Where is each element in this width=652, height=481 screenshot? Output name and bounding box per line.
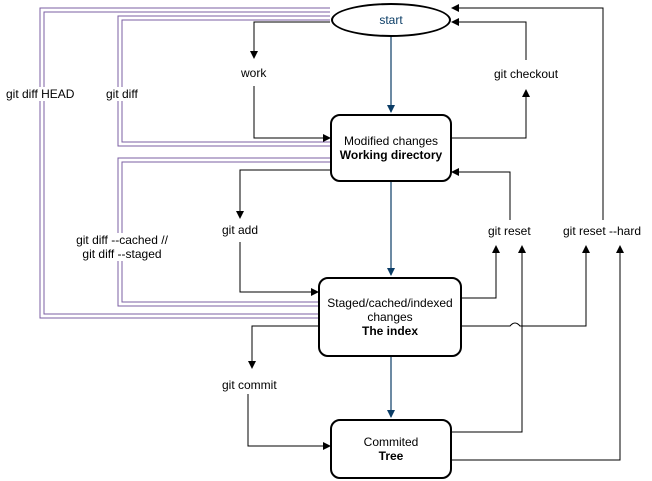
modified-changes-node: Modified changes Working directory (330, 114, 452, 182)
commited-title: Commited (363, 435, 419, 449)
label-git-diff-cached: git diff --cached // git diff --staged (74, 233, 170, 261)
git-reset-from-staged (461, 245, 500, 299)
commited-node: Commited Tree (330, 419, 452, 479)
label-git-diff-head: git diff HEAD (6, 87, 75, 101)
label-git-diff: git diff (106, 87, 138, 101)
label-git-add: git add (222, 223, 259, 237)
git-checkout-arrow-return (451, 18, 527, 60)
git-diff-connector (117, 15, 330, 147)
label-git-reset: git reset (488, 224, 531, 238)
git-reset-hard-from-staged (461, 245, 590, 327)
git-add-arrow (236, 169, 330, 219)
label-git-diff-cached-line1: git diff --cached // (76, 233, 168, 247)
commited-subtitle: Tree (378, 449, 404, 463)
start-label: start (379, 13, 403, 27)
git-reset-from-commited (452, 245, 526, 433)
git-diff-head-connector (39, 7, 330, 319)
git-reset-to-modified (451, 168, 511, 220)
label-git-commit: git commit (222, 378, 277, 392)
label-git-diff-cached-line2: git diff --staged (82, 247, 162, 261)
modified-title: Modified changes (343, 134, 439, 148)
work-arrow (250, 21, 330, 59)
git-add-arrow-return (239, 242, 319, 296)
label-work: work (241, 66, 267, 80)
start-node: start (331, 3, 451, 37)
git-reset-hard-to-start (451, 4, 604, 220)
label-git-checkout: git checkout (494, 67, 559, 81)
git-diff-cached-connector (117, 157, 330, 307)
staged-title: Staged/cached/indexed (327, 296, 453, 310)
git-checkout-arrow (452, 89, 530, 139)
work-arrow-return (253, 86, 331, 142)
git-reset-hard-from-commited (452, 245, 624, 461)
staged-changes-node: Staged/cached/indexed changes The index (318, 277, 462, 357)
staged-subtitle: The index (361, 324, 418, 338)
modified-subtitle: Working directory (339, 148, 443, 162)
staged-title-2: changes (367, 310, 413, 324)
git-commit-arrow-return (247, 394, 331, 450)
git-commit-arrow (248, 325, 318, 369)
label-git-reset-hard: git reset --hard (563, 224, 642, 238)
